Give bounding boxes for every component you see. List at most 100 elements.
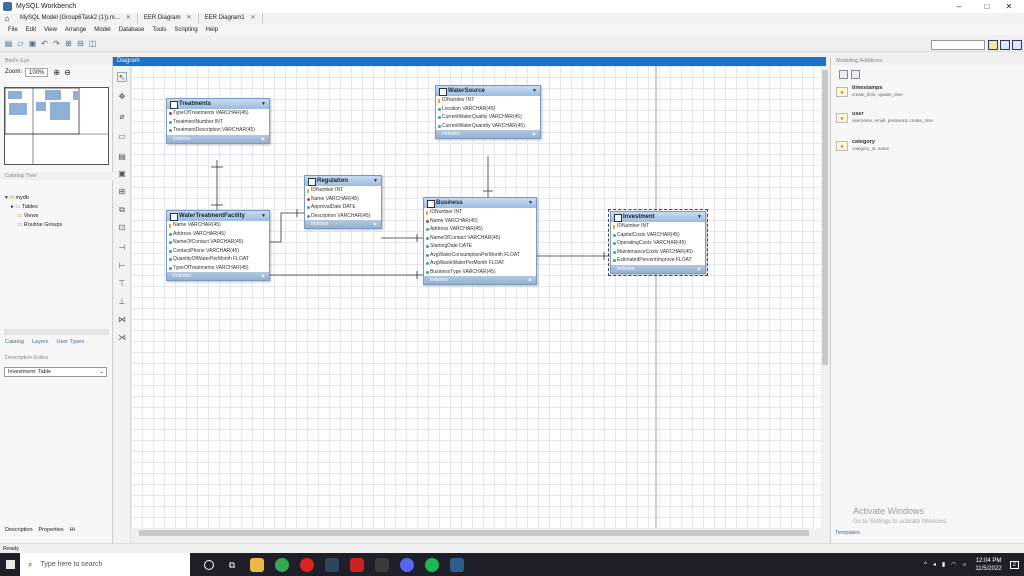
column-row[interactable]: IDNumber INT [436, 96, 540, 105]
table-header[interactable]: Regulation [305, 176, 381, 186]
scroll-thumb[interactable] [139, 530, 809, 536]
scroll-thumb[interactable] [822, 70, 828, 365]
relation-1-n-icon[interactable]: ⊢ [118, 261, 126, 270]
template-timestamps[interactable]: ★ timestamps create_time, update_time [836, 85, 1016, 101]
image-tool-icon[interactable]: ▣ [118, 169, 126, 178]
lock-icon[interactable] [988, 40, 998, 50]
column-row[interactable]: IDNumber INT [305, 186, 381, 195]
taskbar-search-input[interactable]: ⌕Type here to search [20, 553, 190, 576]
column-row[interactable]: TypeOfTreatments VARCHAR(45) [167, 264, 269, 273]
table-header[interactable]: Treatments [167, 99, 269, 109]
relation-1-1-id-icon[interactable]: ⊥ [118, 297, 126, 306]
close-icon[interactable]: ✕ [125, 15, 131, 21]
column-row[interactable]: AvgWaterConsumptionPerMonth FLOAT [424, 251, 536, 260]
list-view-icon[interactable] [851, 70, 860, 79]
cortana-icon[interactable] [204, 559, 214, 570]
table-business[interactable]: Business IDNumber INT Name VARCHAR(45) A… [423, 197, 537, 285]
table-investment[interactable]: Investment IDNumber INT CapitalCosts VAR… [608, 209, 708, 276]
tab-catalog[interactable]: Catalog [5, 339, 24, 345]
relation-existing-icon[interactable]: ⋈ [118, 315, 126, 324]
chrome-icon[interactable] [275, 557, 289, 572]
column-row[interactable]: Address VARCHAR(45) [167, 230, 269, 239]
home-icon[interactable]: ⌂ [4, 14, 10, 23]
table-header[interactable]: WaterTreatmentFacility [167, 211, 269, 221]
close-button[interactable]: ✕ [1005, 2, 1013, 11]
undo-icon[interactable]: ↶ [41, 38, 48, 48]
menu-help[interactable]: Help [205, 26, 219, 33]
tab-description[interactable]: Description [5, 527, 33, 533]
template-user[interactable]: ★ user username, email, password, create… [836, 111, 1016, 127]
task-view-icon[interactable]: ⧉ [228, 559, 236, 570]
column-row[interactable]: NameOfContact VARCHAR(45) [167, 238, 269, 247]
maximize-button[interactable]: □ [984, 2, 990, 11]
indexes-section[interactable]: Indexes [436, 130, 540, 138]
menu-arrange[interactable]: Arrange [64, 26, 87, 33]
column-row[interactable]: TreatmentDescription VARCHAR(45) [167, 126, 269, 135]
column-row[interactable]: ContactPhone VARCHAR(45) [167, 247, 269, 256]
relation-1-1-icon[interactable]: ⊣ [118, 243, 126, 252]
menu-scripting[interactable]: Scripting [174, 26, 198, 33]
clock[interactable]: 12:04 PM 11/5/2022 [975, 557, 1002, 572]
column-row[interactable]: BusinessType VARCHAR(45) [424, 268, 536, 277]
new-file-icon[interactable]: ▤ [4, 38, 13, 48]
speaker-icon[interactable]: ◃ [962, 562, 966, 568]
start-button[interactable] [0, 553, 20, 576]
indexes-section[interactable]: Indexes [424, 276, 536, 284]
column-row[interactable]: Name VARCHAR(45) [167, 221, 269, 230]
menu-edit[interactable]: Edit [25, 26, 37, 33]
column-row[interactable]: Address VARCHAR(45) [424, 225, 536, 234]
opera-icon[interactable] [300, 557, 314, 572]
column-row[interactable]: CapitalCosts VARCHAR(45) [611, 231, 705, 240]
column-row[interactable]: CurrentWaterQuality VARCHAR(45) [436, 113, 540, 122]
file-explorer-icon[interactable] [250, 557, 264, 572]
tab-eer-diagram1[interactable]: EER Diagram1✕ [199, 13, 263, 24]
close-icon[interactable]: ✕ [186, 15, 192, 21]
eraser-tool-icon[interactable]: ⌀ [119, 112, 125, 121]
layer-tool-icon[interactable]: ▭ [118, 132, 126, 141]
column-row[interactable]: IDNumber INT [611, 222, 705, 231]
menu-database[interactable]: Database [118, 26, 145, 33]
tab-layers[interactable]: Layers [31, 339, 49, 345]
indexes-section[interactable]: Indexes [167, 272, 269, 280]
column-row[interactable]: CurrentWaterQuantity VARCHAR(45) [436, 122, 540, 131]
battery-icon[interactable]: ▮ [941, 562, 946, 568]
templates-view-icon[interactable] [839, 70, 848, 79]
table-watersource[interactable]: WaterSource IDNumber INT Location VARCHA… [435, 85, 541, 139]
menu-model[interactable]: Model [94, 26, 111, 33]
canvas-vertical-scrollbar[interactable] [821, 66, 829, 528]
spotify-icon[interactable] [425, 557, 439, 572]
tab-user-types[interactable]: User Types [56, 339, 85, 345]
table-header[interactable]: Investment [611, 212, 705, 222]
column-row[interactable]: AvgWasteWaterPerMonth FLOAT [424, 259, 536, 268]
open-folder-icon[interactable]: ▱ [17, 38, 24, 48]
tab-eer-diagram[interactable]: EER Diagram✕ [138, 13, 199, 24]
chevron-up-icon[interactable]: ^ [923, 561, 927, 568]
relation-pick-icon[interactable]: ⋊ [118, 333, 126, 342]
tab-model[interactable]: MySQL Model (Group6Task2 (1)).m...✕ [14, 13, 138, 24]
table-regulation[interactable]: Regulation IDNumber INT Name VARCHAR(45)… [304, 175, 382, 229]
tree-routine-groups[interactable]: ▭ Routine Groups [17, 222, 63, 228]
indexes-section[interactable]: Indexes [305, 220, 381, 228]
view-tool-icon[interactable]: ⧉ [119, 205, 125, 214]
redo-icon[interactable]: ↷ [53, 38, 60, 48]
notification-icon[interactable]: 2 [1009, 560, 1019, 569]
indexes-section[interactable]: Indexes [611, 264, 705, 273]
column-row[interactable]: Name VARCHAR(45) [305, 195, 381, 204]
tab-history[interactable]: Hi [69, 527, 75, 533]
eer-diagram-canvas[interactable]: Treatments TypeOfTreatments VARCHAR(45) … [131, 66, 821, 528]
tab-properties[interactable]: Properties [38, 527, 64, 533]
column-row[interactable]: ApprovalDate DATE [305, 203, 381, 212]
tree-views[interactable]: ▭ Views [17, 213, 39, 219]
minimize-button[interactable]: – [956, 2, 962, 11]
table-header[interactable]: WaterSource [436, 86, 540, 96]
column-row[interactable]: NameOfContact VARCHAR(45) [424, 234, 536, 243]
panel-right-icon[interactable] [1012, 40, 1022, 50]
menu-view[interactable]: View [44, 26, 57, 33]
column-row[interactable]: QuantityOfWaterPerMonth FLOAT [167, 255, 269, 264]
column-row[interactable]: IDNumber INT [424, 208, 536, 217]
zoom-select[interactable]: 100% [25, 67, 49, 77]
template-category[interactable]: ★ category category_id, name [836, 139, 1016, 155]
column-row[interactable]: TreatmentNumber INT [167, 118, 269, 127]
volume-icon[interactable]: ◂ [932, 562, 936, 568]
panel-left-icon[interactable] [1000, 40, 1010, 50]
